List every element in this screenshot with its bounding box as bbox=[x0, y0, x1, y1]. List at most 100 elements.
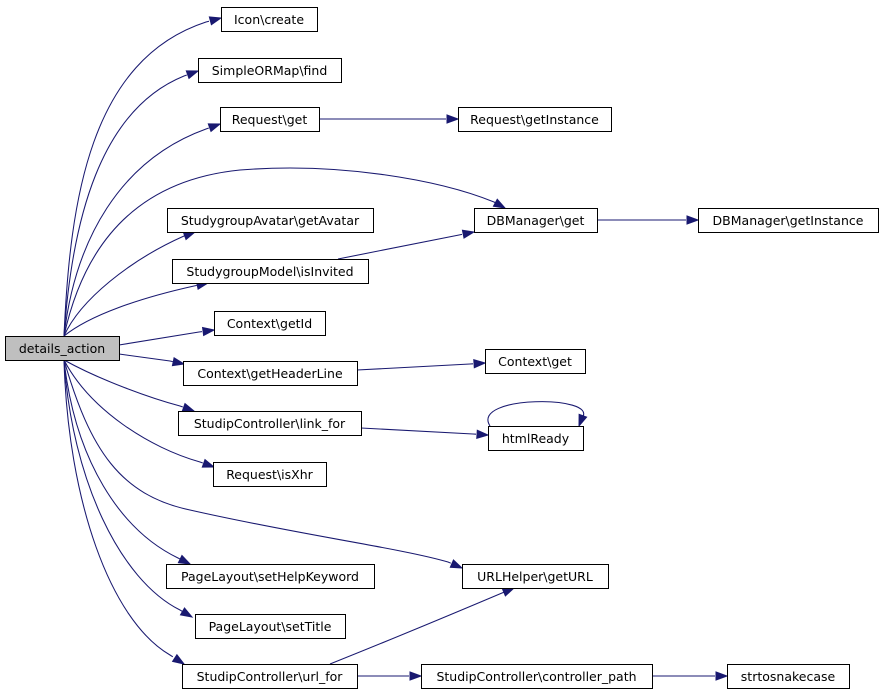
edge-studipcontroller_url_for-to-urlhelper_geturl bbox=[329, 587, 516, 665]
node-box bbox=[166, 564, 375, 589]
edge-studipcontroller_url_for-to-studipcontroller_controller_path bbox=[357, 671, 423, 681]
node-label: Context\getHeaderLine bbox=[197, 366, 343, 381]
edge-details_action-to-dbmanager_get bbox=[63, 167, 507, 337]
edge-arrowhead bbox=[501, 587, 516, 597]
edge-arrowhead bbox=[171, 653, 186, 665]
edge-arrowhead bbox=[409, 671, 423, 681]
node-label: DBManager\getInstance bbox=[713, 213, 864, 228]
node-label: StudipController\controller_path bbox=[436, 669, 636, 684]
node-label: strtosnakecase bbox=[741, 669, 836, 684]
node-label: Request\get bbox=[232, 112, 308, 127]
node-box bbox=[698, 208, 879, 233]
edges-layer bbox=[63, 16, 729, 681]
edge-line bbox=[63, 20, 210, 337]
edge-arrowhead bbox=[446, 114, 460, 124]
node-box bbox=[458, 107, 612, 132]
edge-arrowhead bbox=[185, 70, 200, 80]
node-label: DBManager\get bbox=[487, 213, 585, 228]
edge-details_action-to-request_get bbox=[63, 123, 222, 337]
node-icon-create[interactable]: Icon\create bbox=[221, 7, 318, 32]
edge-context_getheaderline-to-context_get bbox=[356, 359, 487, 371]
node-context-getid[interactable]: Context\getId bbox=[214, 311, 326, 336]
edge-arrowhead bbox=[208, 16, 223, 26]
node-details-action[interactable]: details_action bbox=[5, 336, 120, 361]
edge-arrowhead bbox=[715, 671, 729, 681]
node-label: PageLayout\setTitle bbox=[209, 619, 332, 634]
node-box bbox=[172, 259, 369, 284]
node-label: PageLayout\setHelpKeyword bbox=[181, 569, 359, 584]
node-box bbox=[182, 664, 358, 689]
node-htmlready[interactable]: htmlReady bbox=[488, 426, 584, 451]
node-request-get[interactable]: Request\get bbox=[220, 107, 320, 132]
edge-line bbox=[63, 167, 497, 337]
node-label: Context\getId bbox=[227, 316, 312, 331]
edge-line bbox=[63, 284, 197, 337]
edge-arrowhead bbox=[201, 326, 216, 337]
edge-line bbox=[360, 427, 477, 435]
edge-dbmanager_get-to-dbmanager_getinstance bbox=[597, 215, 700, 225]
node-box bbox=[195, 614, 346, 639]
node-context-get[interactable]: Context\get bbox=[485, 349, 586, 374]
node-urlhelper-geturl[interactable]: URLHelper\getURL bbox=[462, 564, 609, 589]
node-request-isxhr[interactable]: Request\isXhr bbox=[213, 462, 327, 487]
node-studygroupmodel-isinvited[interactable]: StudygroupModel\isInvited bbox=[172, 259, 369, 284]
node-label: StudipController\link_for bbox=[194, 416, 346, 431]
edge-arrowhead bbox=[171, 356, 186, 367]
edge-arrowhead bbox=[181, 402, 196, 412]
edge-details_action-to-request_isxhr bbox=[63, 359, 216, 468]
node-box bbox=[462, 564, 609, 589]
node-label: Icon\create bbox=[234, 12, 304, 27]
edge-line bbox=[63, 359, 183, 408]
edge-arrowhead bbox=[476, 429, 490, 439]
node-simpleormap-find[interactable]: SimpleORMap\find bbox=[198, 58, 342, 83]
edge-line bbox=[487, 401, 585, 427]
node-strtosnakecase[interactable]: strtosnakecase bbox=[727, 664, 850, 689]
node-box bbox=[214, 311, 326, 336]
edge-arrowhead bbox=[686, 215, 700, 225]
node-label: Context\get bbox=[498, 354, 572, 369]
edge-arrowhead bbox=[578, 413, 588, 428]
edge-details_action-to-pagelayout_settitle bbox=[63, 359, 194, 618]
node-studipcontroller-link-for[interactable]: StudipController\link_for bbox=[178, 411, 362, 436]
edge-studipcontroller_link_for-to-htmlready bbox=[360, 427, 490, 439]
node-box bbox=[485, 349, 586, 374]
edge-arrowhead bbox=[461, 229, 476, 239]
node-box bbox=[178, 411, 362, 436]
node-box bbox=[727, 664, 850, 689]
edge-request_get-to-request_getinstance bbox=[319, 114, 460, 124]
edge-line bbox=[63, 359, 183, 612]
edge-line bbox=[329, 591, 505, 665]
node-box bbox=[167, 208, 374, 233]
edge-arrowhead bbox=[201, 458, 216, 468]
node-studipcontroller-controller-path[interactable]: StudipController\controller_path bbox=[421, 664, 653, 689]
edge-line bbox=[63, 359, 203, 464]
node-label: StudygroupModel\isInvited bbox=[186, 264, 353, 279]
edge-line bbox=[356, 363, 474, 371]
edge-details_action-to-studipcontroller_link_for bbox=[63, 359, 196, 412]
node-studipcontroller-url-for[interactable]: StudipController\url_for bbox=[182, 664, 358, 689]
edge-line bbox=[63, 359, 174, 658]
node-label: StudygroupAvatar\getAvatar bbox=[181, 213, 360, 228]
node-dbmanager-get[interactable]: DBManager\get bbox=[474, 208, 598, 233]
edge-arrowhead bbox=[179, 607, 194, 618]
node-box bbox=[488, 426, 584, 451]
edge-studipcontroller_controller_path-to-strtosnakecase bbox=[652, 671, 729, 681]
edge-line bbox=[63, 127, 209, 337]
node-pagelayout-settitle[interactable]: PageLayout\setTitle bbox=[195, 614, 346, 639]
node-request-getinstance[interactable]: Request\getInstance bbox=[458, 107, 612, 132]
node-pagelayout-sethelpkeyword[interactable]: PageLayout\setHelpKeyword bbox=[166, 564, 375, 589]
edge-details_action-to-studipcontroller_url_for bbox=[63, 359, 186, 665]
edge-details_action-to-studygroupmodel_isinvited bbox=[63, 280, 210, 337]
edge-details_action-to-simpleormap_find bbox=[63, 70, 200, 337]
node-box bbox=[220, 107, 320, 132]
edge-line bbox=[63, 74, 187, 337]
node-label: StudipController\url_for bbox=[197, 669, 344, 684]
edge-details_action-to-icon_create bbox=[63, 16, 223, 337]
node-box bbox=[198, 58, 342, 83]
node-context-getheaderline[interactable]: Context\getHeaderLine bbox=[183, 361, 358, 386]
node-dbmanager-getinstance[interactable]: DBManager\getInstance bbox=[698, 208, 879, 233]
node-box bbox=[474, 208, 598, 233]
edge-details_action-to-context_getid bbox=[118, 326, 216, 346]
node-studygroupavatar-getavatar[interactable]: StudygroupAvatar\getAvatar bbox=[167, 208, 374, 233]
edge-arrowhead bbox=[492, 198, 507, 209]
